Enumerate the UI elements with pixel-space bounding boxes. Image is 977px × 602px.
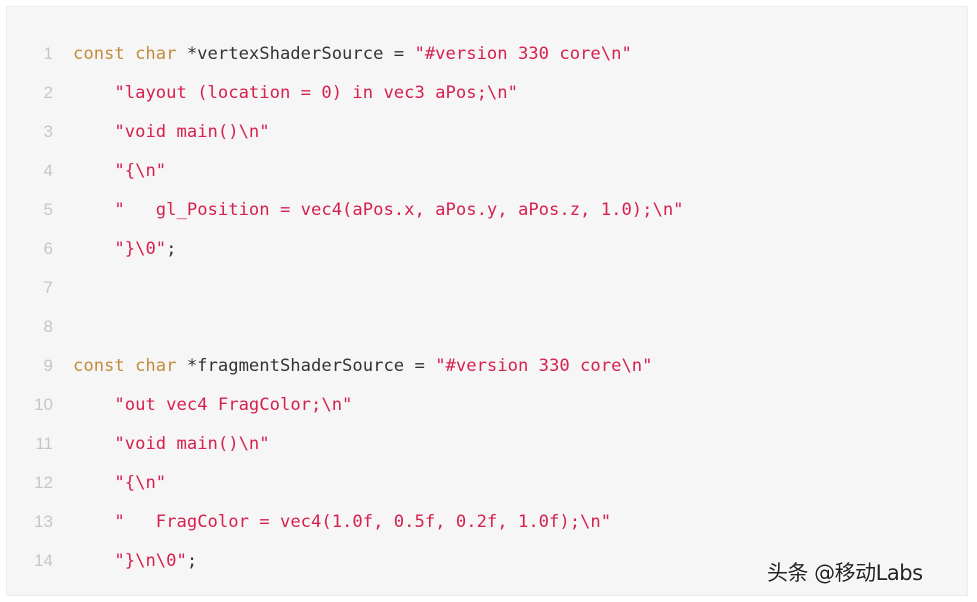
code-plain: *vertexShaderSource =: [176, 43, 415, 64]
code-string: "{\n": [114, 472, 167, 493]
line-number: 8: [43, 316, 53, 336]
code-text: "{\n": [73, 473, 166, 493]
code-indent: [73, 512, 114, 532]
line-number: 4: [43, 160, 53, 180]
line-number: 3: [43, 121, 53, 141]
code-string: "void main()\n": [114, 433, 270, 454]
watermark: 头条 @移动Labs: [767, 561, 923, 585]
code-indent: [73, 200, 114, 220]
code-text: "void main()\n": [73, 121, 270, 142]
code-line: 3 "void main()\n": [7, 112, 967, 151]
line-number: 9: [43, 355, 53, 375]
code-line: 7: [7, 268, 967, 307]
code-string: "layout (location = 0) in vec3 aPos;\n": [114, 82, 518, 103]
code-indent: [73, 239, 114, 259]
code-text: "layout (location = 0) in vec3 aPos;\n": [73, 83, 518, 103]
code-punctuation: ;: [166, 238, 177, 259]
code-line: 1 const char *vertexShaderSource = "#vers…: [7, 34, 967, 73]
code-line: 10 "out vec4 FragColor;\n": [7, 385, 967, 424]
line-number: 5: [43, 199, 53, 219]
line-number: 10: [34, 394, 53, 414]
code-string: "}\0": [114, 238, 167, 259]
line-number: 1: [43, 43, 53, 63]
code-keyword: const char: [73, 355, 177, 376]
code-text: "out vec4 FragColor;\n": [73, 395, 352, 415]
code-string: "out vec4 FragColor;\n": [114, 394, 353, 415]
code-indent: [73, 122, 114, 142]
code-text: " FragColor = vec4(1.0f, 0.5f, 0.2f, 1.0…: [73, 512, 611, 532]
code-lines: 1 const char *vertexShaderSource = "#vers…: [7, 34, 967, 580]
code-punctuation: ;: [186, 550, 198, 571]
line-number: 14: [34, 550, 53, 570]
code-indent: [73, 395, 114, 415]
code-line: 2 "layout (location = 0) in vec3 aPos;\n…: [7, 73, 967, 112]
code-line: 8: [7, 307, 967, 346]
line-number: 11: [35, 433, 53, 453]
code-indent: [73, 83, 114, 103]
code-string: "#version 330 core\n": [414, 43, 632, 64]
code-block: 1 const char *vertexShaderSource = "#vers…: [6, 6, 968, 596]
code-plain: *fragmentShaderSource =: [176, 355, 436, 376]
code-line: 14 "}\n\0";: [7, 541, 967, 580]
line-number: 12: [34, 472, 53, 492]
code-indent: [73, 551, 114, 571]
code-text: "{\n": [73, 161, 166, 181]
code-text: "void main()\n": [73, 433, 270, 454]
code-line: 11 "void main()\n": [7, 424, 967, 463]
code-string: " gl_Position = vec4(aPos.x, aPos.y, aPo…: [114, 199, 684, 220]
code-text: "}\0";: [73, 238, 177, 259]
line-number: 6: [43, 238, 53, 258]
code-line: 4 "{\n": [7, 151, 967, 190]
code-indent: [73, 161, 114, 181]
code-string: "void main()\n": [114, 121, 270, 142]
code-text: const char *fragmentShaderSource = "#ver…: [73, 356, 653, 376]
code-line: 13 " FragColor = vec4(1.0f, 0.5f, 0.2f, …: [7, 502, 967, 541]
code-line: 6 "}\0";: [7, 229, 967, 268]
code-text: " gl_Position = vec4(aPos.x, aPos.y, aPo…: [73, 199, 684, 220]
code-string: " FragColor = vec4(1.0f, 0.5f, 0.2f, 1.0…: [114, 511, 612, 532]
code-line: 5 " gl_Position = vec4(aPos.x, aPos.y, a…: [7, 190, 967, 229]
line-number: 13: [34, 511, 53, 531]
code-line: 12 "{\n": [7, 463, 967, 502]
line-number: 2: [43, 82, 53, 102]
code-text: "}\n\0";: [73, 551, 197, 571]
code-text: const char *vertexShaderSource = "#versi…: [73, 44, 632, 64]
code-indent: [73, 473, 114, 493]
code-indent: [73, 434, 114, 454]
code-line: 9 const char *fragmentShaderSource = "#ve…: [7, 346, 967, 385]
code-string: "{\n": [114, 160, 167, 181]
code-string: "#version 330 core\n": [435, 355, 653, 376]
code-string: "}\n\0": [114, 550, 187, 571]
code-keyword: const char: [73, 43, 177, 64]
line-number: 7: [43, 277, 53, 297]
